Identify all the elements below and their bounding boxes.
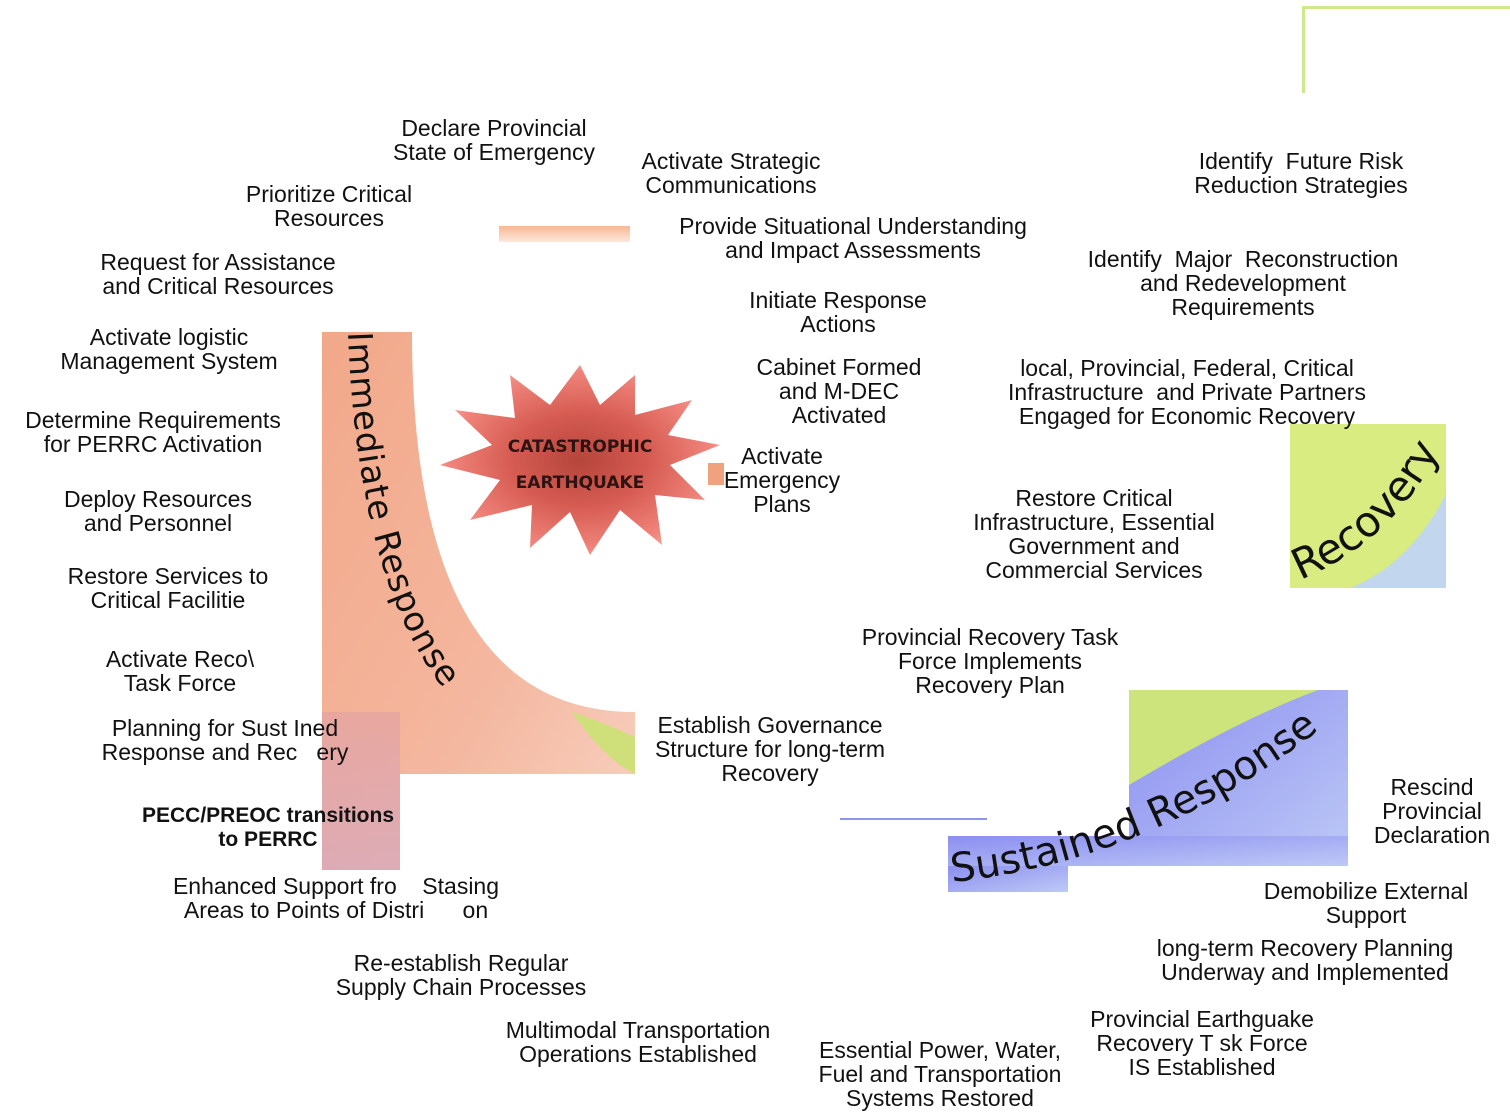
step-cabinet: Cabinet Formed and M-DEC Activated [756,354,922,428]
step-partners: local, Provincial, Federal, Critical Inf… [1008,355,1366,429]
svg-text:Sustained Response: Sustained Response [948,701,1326,892]
immediate-response-title: Immediate Response [339,331,468,695]
step-request-assist: Request for Assistance and Critical Reso… [100,249,336,299]
step-pecc-transition: PECC/PREOC transitions to PERRC [141,804,395,851]
step-initiate-response: Initiate Response Actions [749,287,927,337]
step-risk-reduction: Identify Future Risk Reduction Strategie… [1194,148,1408,198]
step-demobilize: Demobilize External Support [1263,878,1469,928]
step-eq-task-force: Provincial Earthguake Recovery T sk Forc… [1090,1006,1314,1080]
step-long-term-planning: long-term Recovery Planning Underway and… [1156,935,1454,985]
step-situational: Provide Situational Understanding and Im… [679,213,1027,263]
step-enhanced-support: Enhanced Support fro Stasing Areas to Po… [172,873,500,923]
step-deploy: Deploy Resources and Personnel [64,486,252,536]
step-emergency-plans: Activate Emergency Plans [723,443,841,517]
step-multimodal: Multimodal Transportation Operations Est… [505,1017,771,1067]
step-recovery-tf: Activate Reco\ Task Force [105,646,255,696]
burst-line2: EARTHQUAKE [516,473,645,493]
step-declare-state: Declare Provincial State of Emergency [393,115,595,165]
step-perrc-req: Determine Requirements for PERRC Activat… [25,407,281,457]
burst-line1: CATASTROPHIC [508,437,653,457]
sustained-response-band [948,690,1348,892]
divider-line [840,818,987,820]
step-essential-power: Essential Power, Water, Fuel and Transpo… [818,1037,1062,1111]
step-planning-sustained: Planning for Sust Ined Response and Rec … [101,715,349,765]
step-strategic-comms: Activate Strategic Communications [641,148,821,198]
step-prtf-implements: Provincial Recovery Task Force Implement… [861,624,1119,698]
recovery-band [1290,424,1446,588]
step-rescind: Rescind Provincial Declaration [1373,774,1491,848]
catastrophic-earthquake-burst: CATASTROPHIC EARTHQUAKE [440,365,724,555]
corner-decoration [1302,6,1510,93]
step-reconstruction: Identify Major Reconstruction and Redeve… [1087,246,1399,320]
step-restore-services: Restore Services to Critical Facilitie [67,563,269,613]
immediate-band-fragment [499,226,630,242]
svg-text:Recovery: Recovery [1286,431,1449,589]
step-prioritize: Prioritize Critical Resources [245,181,413,231]
step-logistic: Activate logistic Management System [60,324,278,374]
sustained-response-title: Sustained Response [948,701,1326,892]
step-governance: Establish Governance Structure for long-… [654,712,886,786]
step-restore-infra: Restore Critical Infrastructure, Essenti… [973,485,1215,583]
recovery-title: Recovery [1286,431,1449,589]
step-supply-chain: Re-establish Regular Supply Chain Proces… [335,950,587,1000]
immediate-response-band [322,332,635,870]
